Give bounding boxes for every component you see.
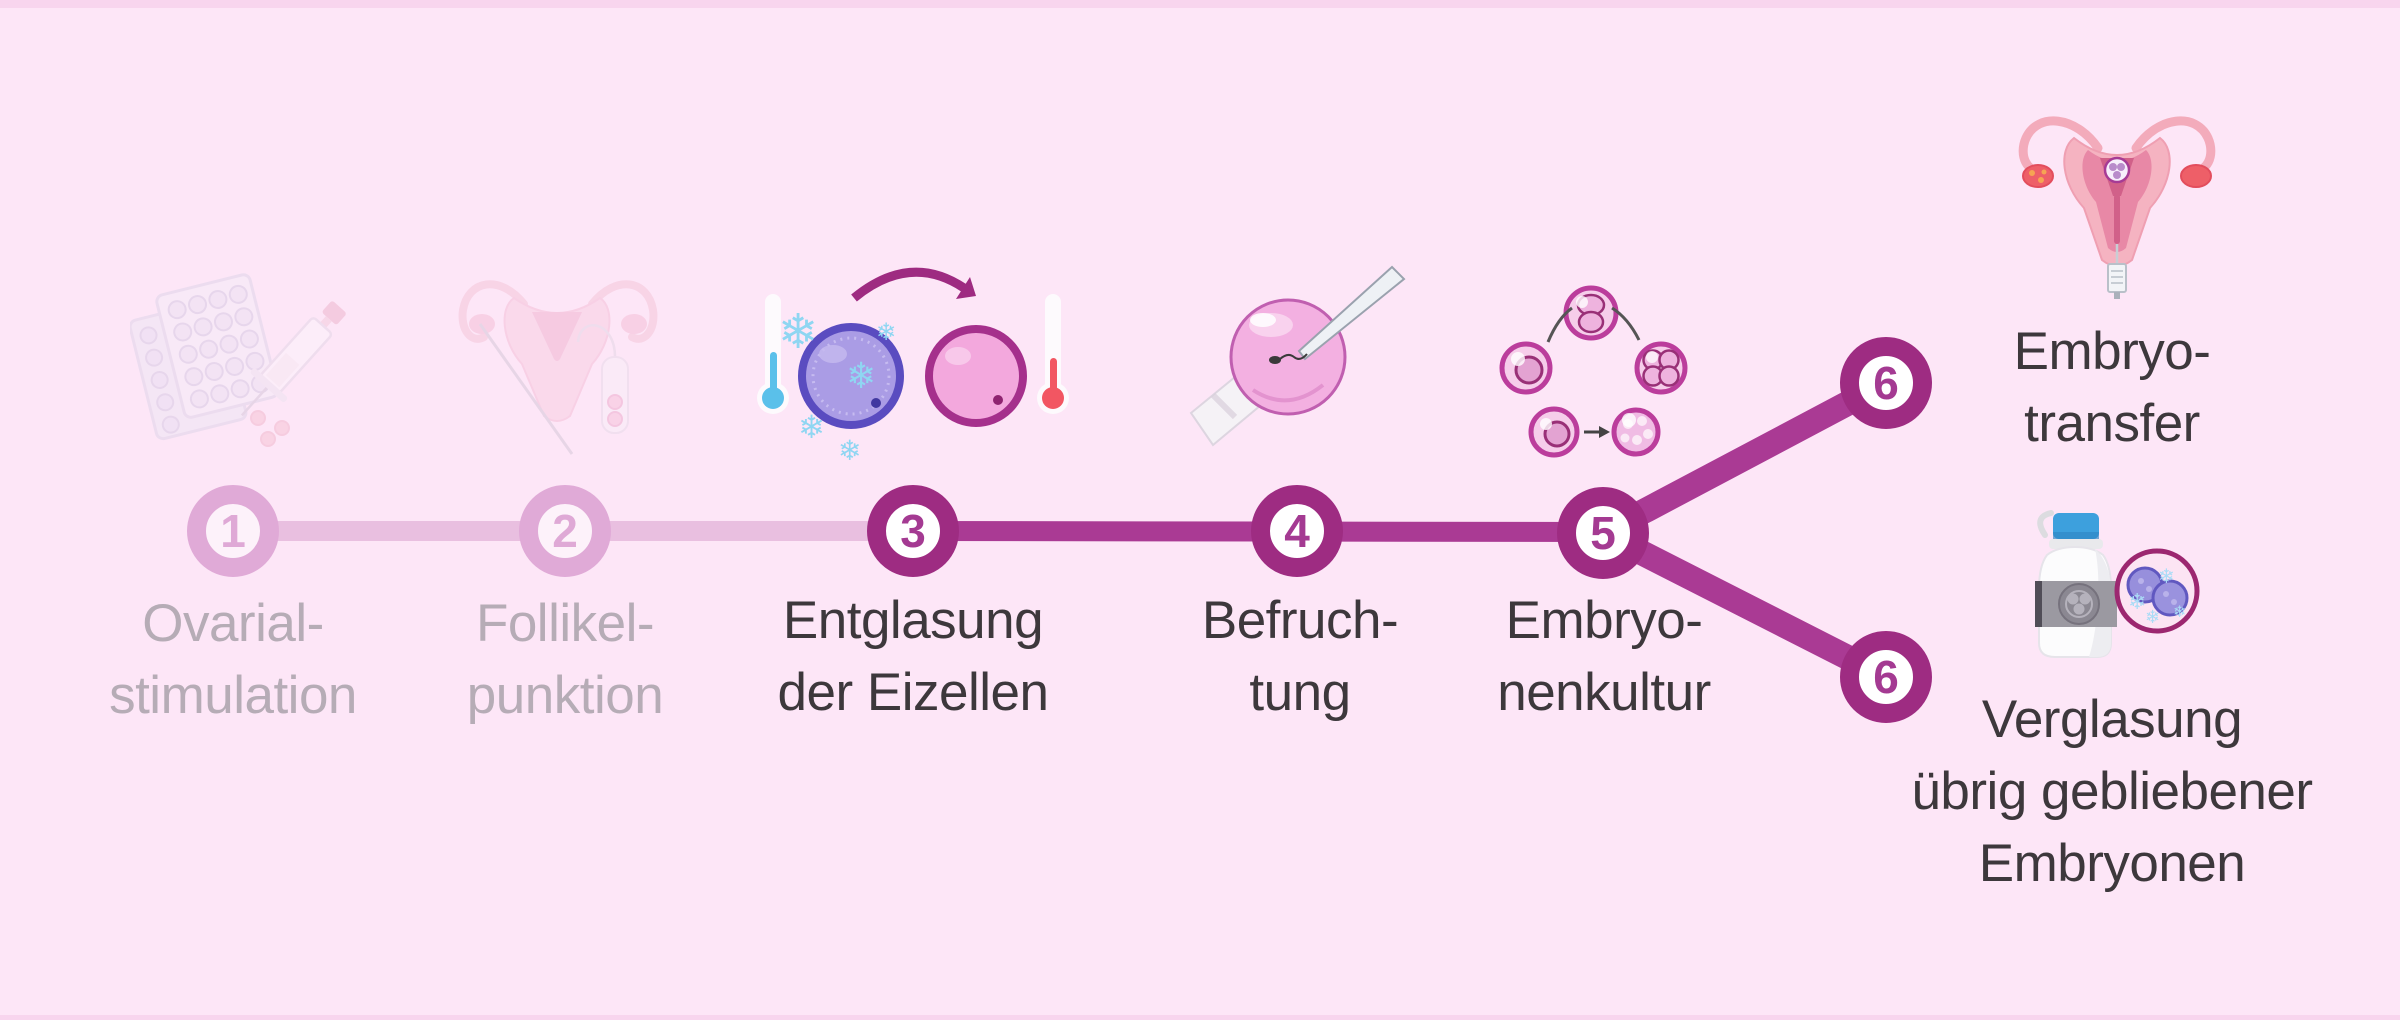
label-line: Embryo- bbox=[2013, 322, 2211, 381]
cryo-tank bbox=[2035, 510, 2117, 658]
cervical-canal bbox=[2114, 194, 2120, 244]
step-node-5: 5 bbox=[1557, 487, 1649, 579]
snowflake-icon: ❄ bbox=[2158, 564, 2175, 588]
step-label-follikelpunktion: Follikel- punktion bbox=[365, 588, 765, 732]
uterus-puncture-icon bbox=[458, 280, 658, 455]
step-number: 4 bbox=[1284, 505, 1310, 557]
snowflake-icon: ❄ bbox=[778, 304, 818, 360]
step-label-befruchtung: Befruch- tung bbox=[1100, 585, 1500, 729]
label-line: nenkultur bbox=[1497, 663, 1711, 722]
morula-embryo bbox=[1611, 407, 1661, 457]
bottom-border-strip bbox=[0, 1015, 2400, 1020]
step-node-4: 4 bbox=[1251, 485, 1343, 577]
two-cell-embryo bbox=[1563, 285, 1619, 341]
step-label-embryotransfer: Embryo- transfer bbox=[1912, 316, 2312, 460]
four-cell-embryo bbox=[1634, 341, 1688, 395]
egg-thawing-icon: ❄ ❄ ❄ ❄ ❄ bbox=[757, 267, 1069, 463]
step-number: 5 bbox=[1590, 507, 1616, 559]
injection-needle bbox=[1297, 265, 1406, 361]
label-line: übrig gebliebener bbox=[1911, 762, 2313, 821]
snowflake-icon: ❄ bbox=[2173, 602, 2186, 621]
step-node-6-transfer: 6 bbox=[1840, 337, 1932, 429]
embryo-transfer-icon bbox=[2018, 116, 2216, 299]
ovary bbox=[2022, 164, 2054, 188]
faded-uterus-group bbox=[458, 280, 658, 455]
step-node-3: 3 bbox=[867, 485, 959, 577]
label-line: Follikel- bbox=[475, 594, 655, 653]
label-line: Entglasung bbox=[782, 591, 1044, 650]
label-line: Embryo- bbox=[1505, 591, 1703, 650]
branch-line-to-vitrification bbox=[1590, 520, 1899, 690]
step-number: 1 bbox=[220, 505, 246, 557]
sperm-cell bbox=[1269, 353, 1308, 364]
icsi-fertilization-icon bbox=[1189, 265, 1406, 447]
egg-cell bbox=[1229, 298, 1347, 416]
thaw-arrow-icon bbox=[851, 267, 976, 302]
step-node-6-vitrification: 6 bbox=[1840, 631, 1932, 723]
syringe-icon bbox=[240, 301, 346, 417]
ovary bbox=[2180, 164, 2212, 188]
label-line: Verglasung bbox=[1981, 690, 2243, 749]
warm-egg bbox=[925, 325, 1027, 427]
culture-arc bbox=[1546, 306, 1573, 343]
step-number: 2 bbox=[552, 505, 578, 557]
snowflake-icon: ❄ bbox=[876, 318, 896, 346]
label-line: Ovarial- bbox=[142, 594, 324, 653]
label-line: stimulation bbox=[109, 666, 357, 725]
label-line: transfer bbox=[2024, 394, 2200, 453]
step-number: 3 bbox=[900, 505, 926, 557]
snowflake-icon: ❄ bbox=[838, 434, 861, 463]
step-number: 6 bbox=[1873, 651, 1899, 703]
step-node-1: 1 bbox=[187, 485, 279, 577]
frozen-embryos-inset: ❄ ❄ ❄ ❄ bbox=[2114, 548, 2200, 634]
embryo-vitrification-icon: ❄ ❄ ❄ ❄ bbox=[2035, 510, 2200, 658]
branch-line-to-transfer bbox=[1590, 370, 1899, 546]
one-cell-embryo bbox=[1528, 406, 1580, 458]
frozen-egg: ❄ ❄ ❄ ❄ ❄ bbox=[778, 304, 904, 463]
label-line: punktion bbox=[466, 666, 664, 725]
embryo-culture-icon bbox=[1499, 285, 1688, 458]
label-line: Befruch- bbox=[1201, 591, 1399, 650]
step-number: 6 bbox=[1873, 357, 1899, 409]
cold-thermometer-icon bbox=[757, 294, 789, 414]
culture-arc bbox=[1611, 306, 1641, 341]
transfer-syringe-icon bbox=[2107, 244, 2127, 299]
snowflake-icon: ❄ bbox=[2128, 590, 2146, 615]
development-arrow-icon bbox=[1584, 426, 1610, 438]
snowflake-icon: ❄ bbox=[798, 408, 825, 446]
snowflake-icon: ❄ bbox=[846, 356, 876, 397]
label-line: der Eizellen bbox=[777, 663, 1049, 722]
step-label-verglasung: Verglasung übrig gebliebener Embryonen bbox=[1852, 684, 2372, 900]
step-node-2: 2 bbox=[519, 485, 611, 577]
step-label-entglasung: Entglasung der Eizellen bbox=[713, 585, 1113, 729]
step-label-embryonenkultur: Embryo- nenkultur bbox=[1404, 585, 1804, 729]
embryo-in-uterus bbox=[2103, 156, 2131, 184]
top-border-strip bbox=[0, 0, 2400, 8]
label-line: Embryonen bbox=[1978, 834, 2246, 893]
label-line: tung bbox=[1249, 663, 1351, 722]
snowflake-icon: ❄ bbox=[2145, 607, 2160, 628]
step-label-ovarialstimulation: Ovarial- stimulation bbox=[33, 588, 433, 732]
one-cell-embryo bbox=[1499, 341, 1553, 395]
hot-thermometer-icon bbox=[1037, 294, 1069, 414]
blister-packs-syringe-icon bbox=[130, 273, 346, 447]
medication-group bbox=[130, 273, 346, 447]
